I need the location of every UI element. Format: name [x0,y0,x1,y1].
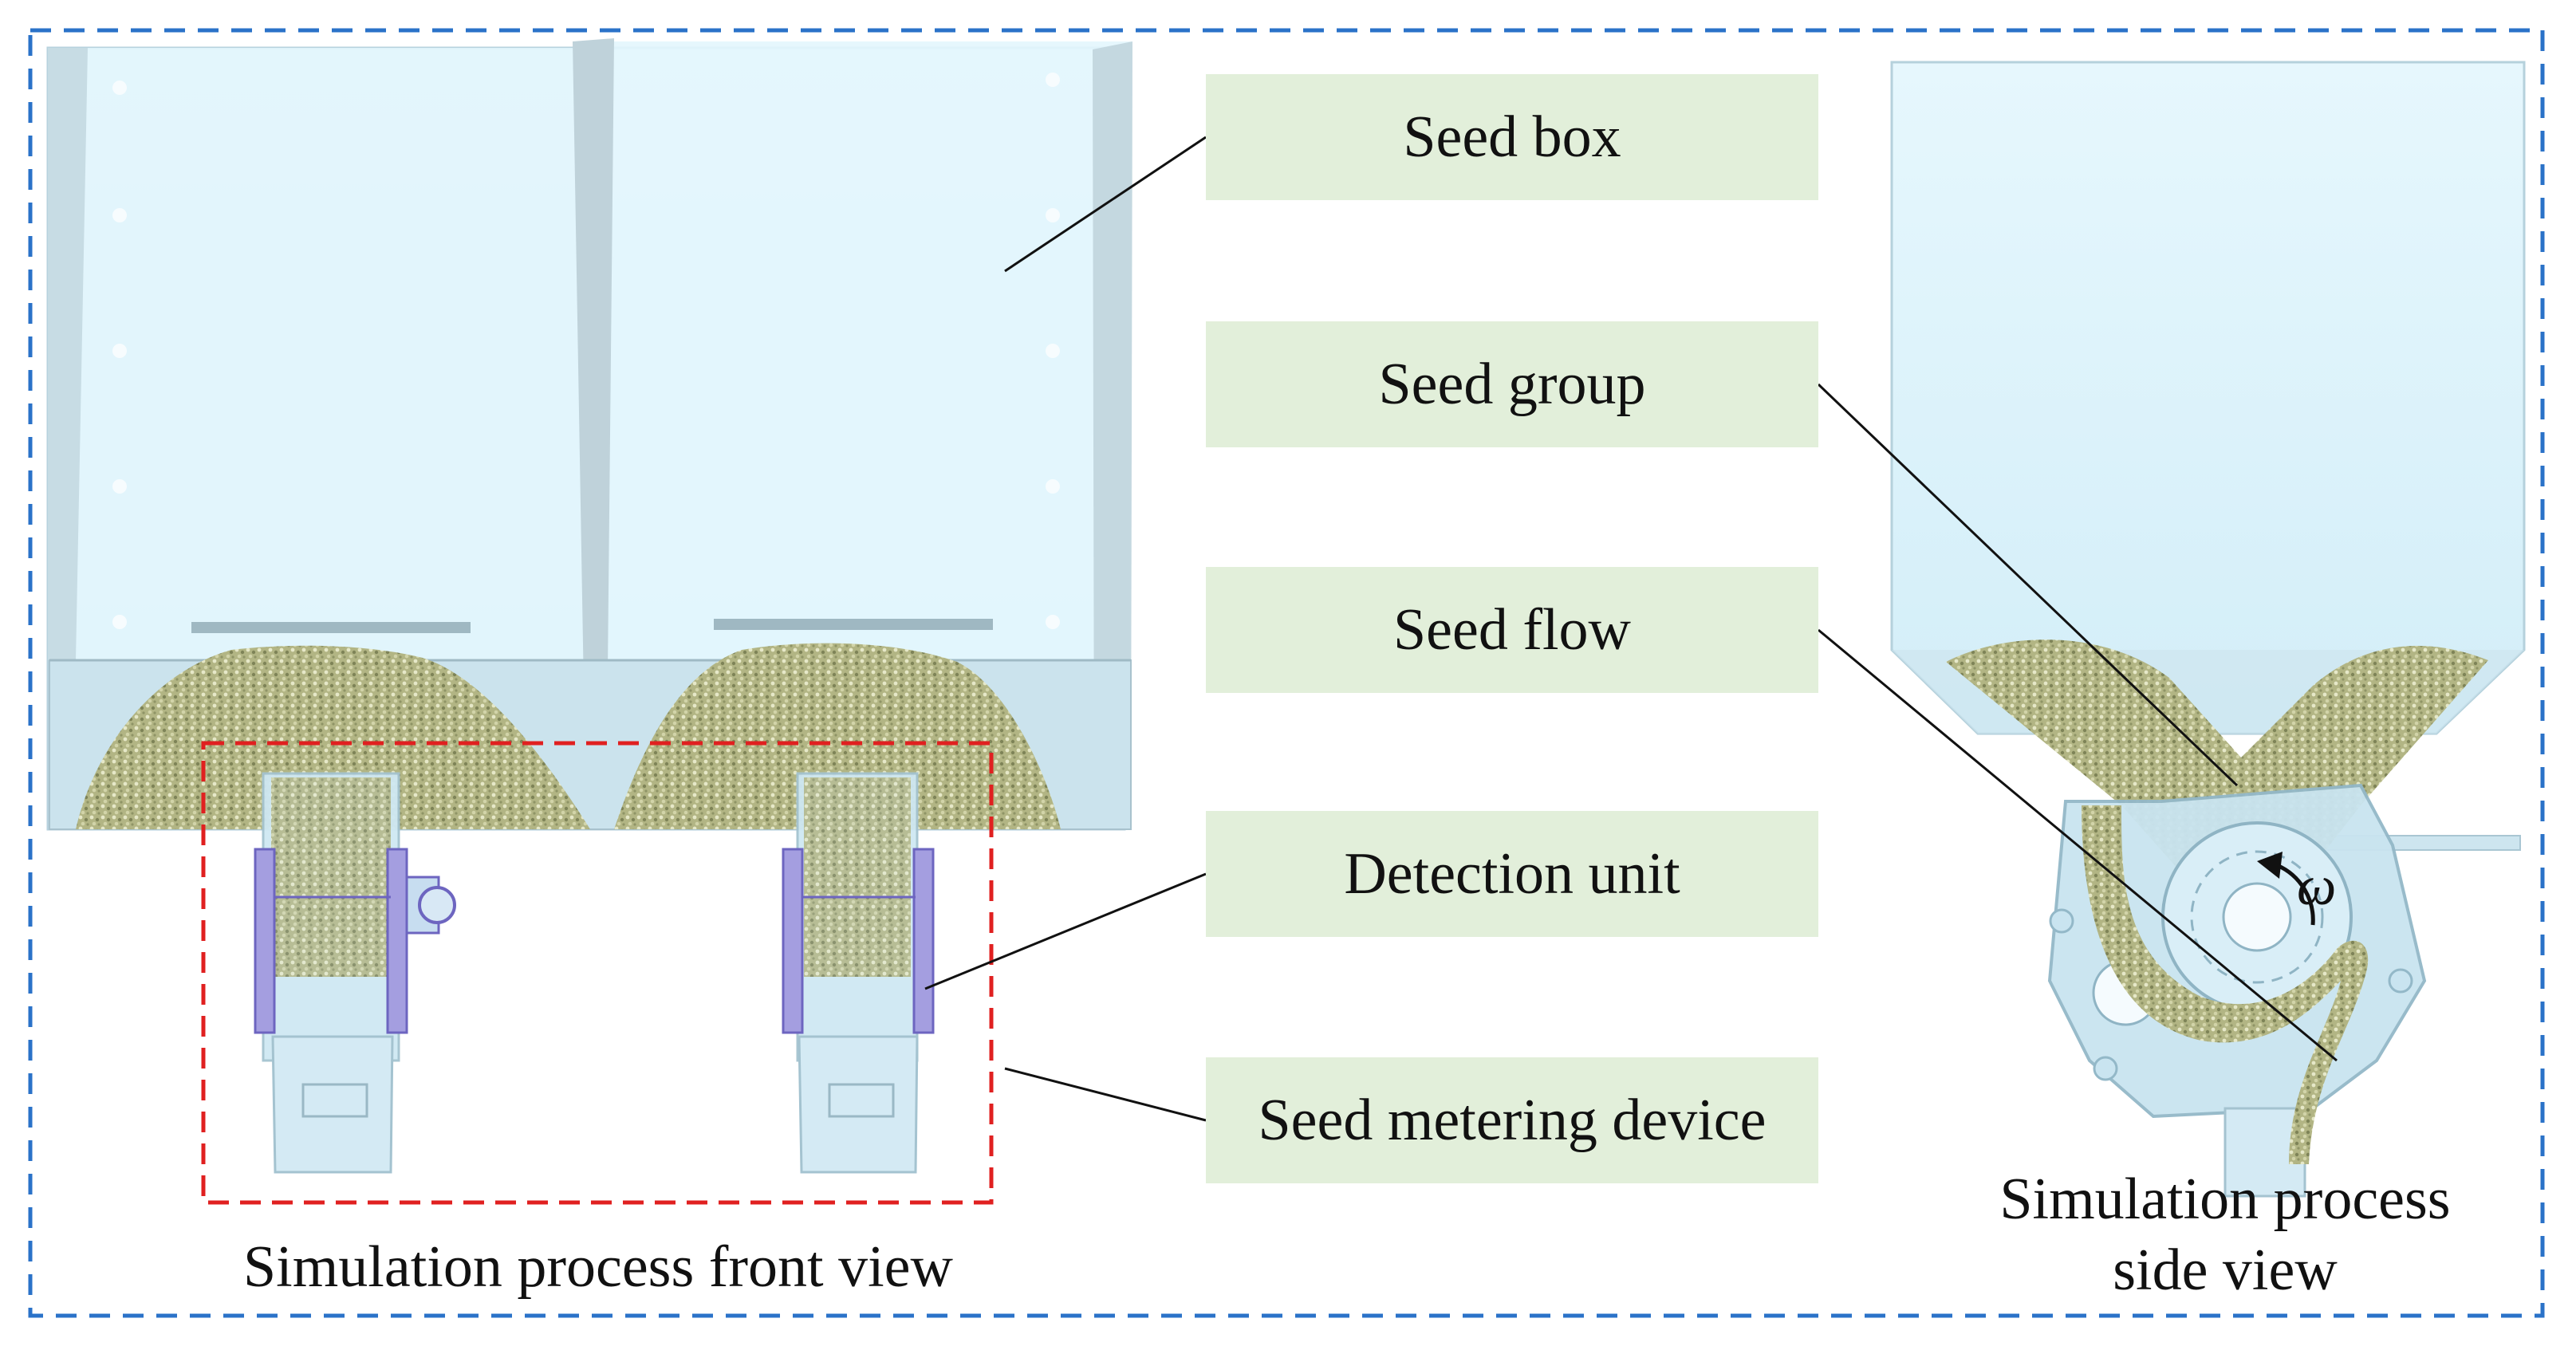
label-seed-box: Seed box [1206,74,1818,200]
leader-seed-box [1004,136,1207,273]
label-seed-flow: Seed flow [1206,567,1818,693]
label-seed-metering-device: Seed metering device [1206,1057,1818,1183]
arrow-head [2257,852,2283,879]
leader-metering-device [1004,1067,1207,1122]
leader-seed-group [1817,383,2239,787]
caption-side-view-line2: side view [2113,1237,2338,1303]
side-seed-flow [2082,805,2369,1164]
front-metering-device-right [782,772,935,1174]
front-seed-heap-right [614,643,1061,829]
label-detection-unit: Detection unit [1206,811,1818,937]
front-metering-device-left [254,772,456,1174]
leader-seed-flow [1818,628,2338,1062]
outer-dashed-frame [28,28,2545,1318]
caption-side-view-line1: Simulation process [1999,1167,2451,1232]
front-seed-heap-left [76,645,590,829]
side-seed-group [1946,640,2488,877]
label-seed-group: Seed group [1206,321,1818,447]
caption-front-view: Simulation process front view [243,1234,953,1300]
curved-arrow-icon [2275,863,2315,926]
metering-highlight-frame [201,741,994,1205]
caption-side-view: Simulation process side view [1930,1164,2520,1306]
leader-detection-unit [924,872,1207,990]
omega-symbol: ω [2297,856,2337,917]
